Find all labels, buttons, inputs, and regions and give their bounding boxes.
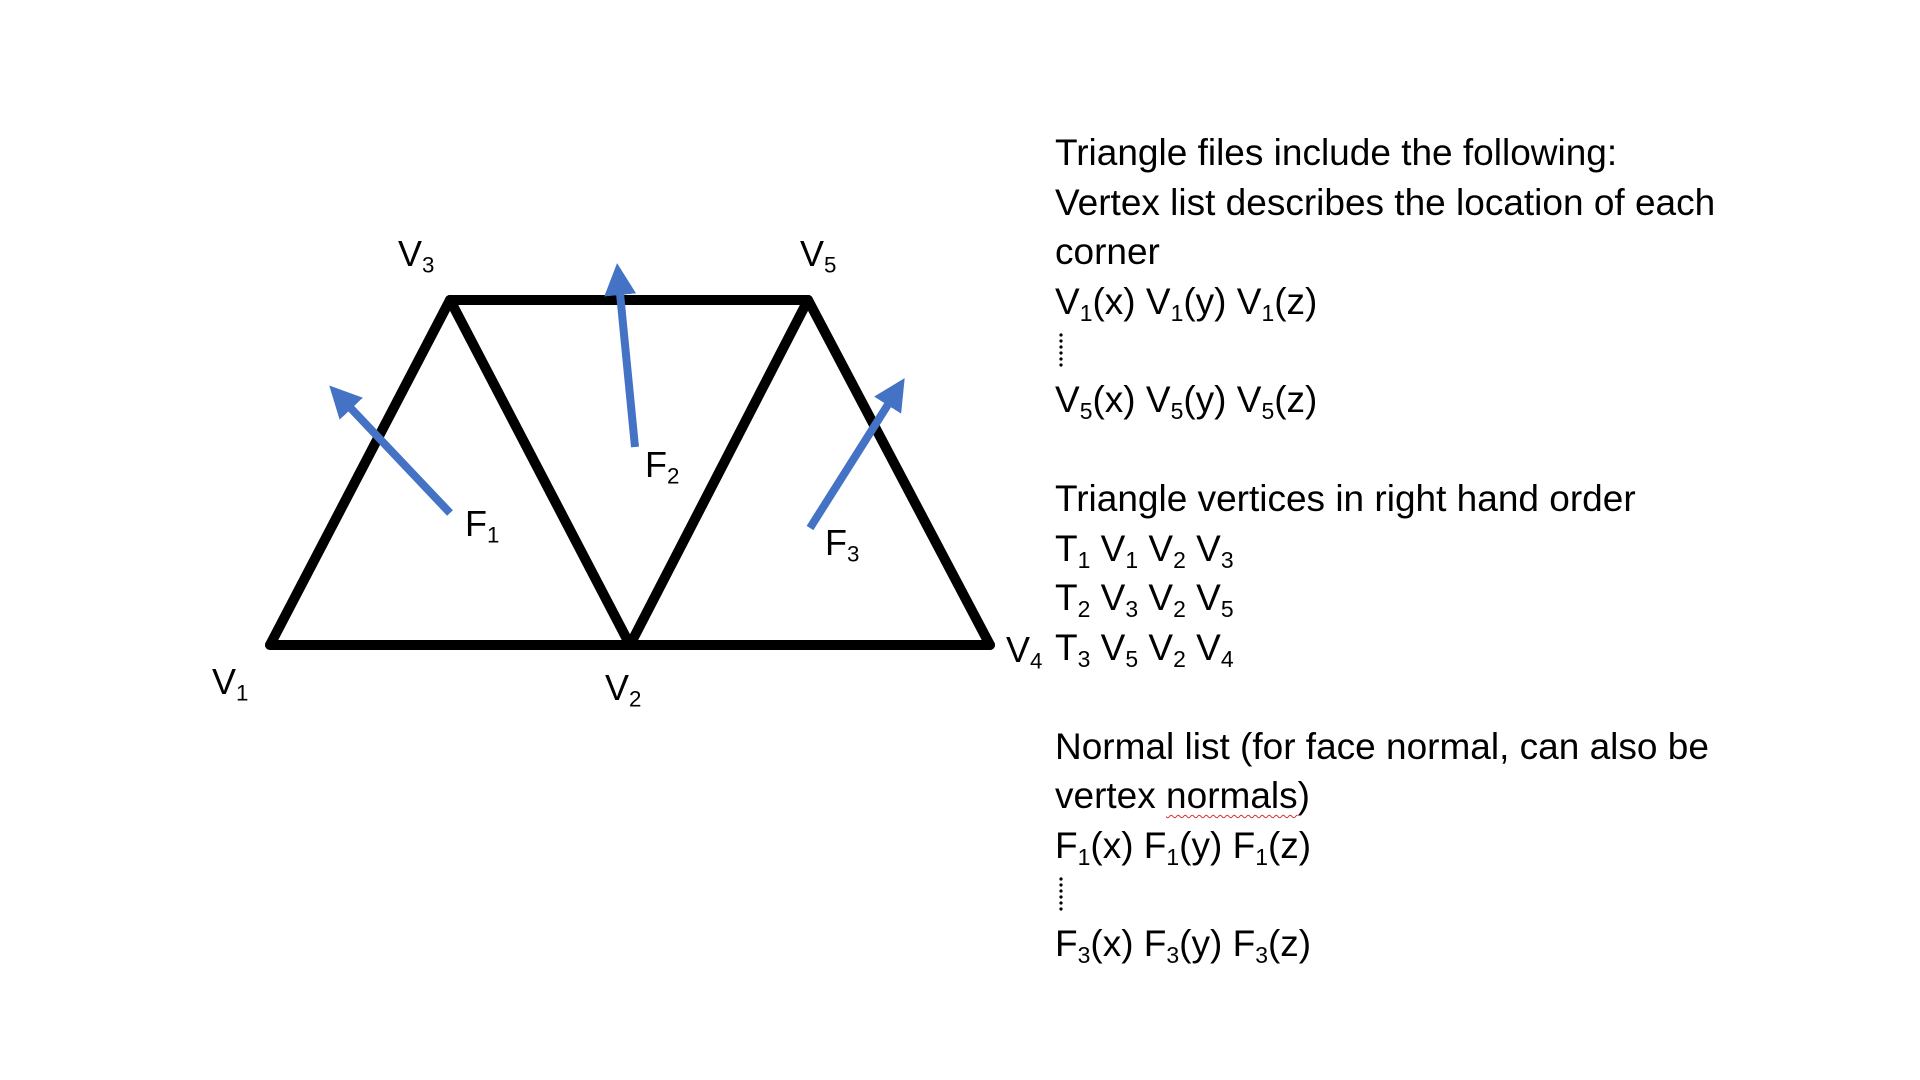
vertex-list-description: Vertex list describes the location of ea… [1055,181,1716,223]
vertex-coords-v5: V5(x) V5(y) V5(z) [1055,379,1318,424]
edge-v1-v3 [265,295,455,650]
triangle-row-t1: T1 V1 V2 V3 [1055,527,1234,573]
ellipsis-vertical-icon [1058,876,1064,912]
vertex-label-v4: V4 [1006,629,1043,674]
edge-v2-v5 [625,295,813,650]
vertex-label-v1: V1 [212,661,249,706]
normal-list-description-cont: vertex normals) [1055,775,1310,816]
normal-arrow-f2 [604,263,639,448]
normal-coords-f3: F3(x) F3(y) F3(z) [1055,923,1312,968]
edge-v5-v4 [803,295,995,650]
triangle-row-t2: T2 V3 V2 V5 [1055,577,1234,622]
triangle-list-heading: Triangle vertices in right hand order [1055,478,1636,519]
edge-v3-v2 [445,295,635,650]
normal-coords-f1: F1(x) F1(y) F1(z) [1055,824,1312,870]
normal-list-description: Normal list (for face normal, can also b… [1055,725,1709,767]
vertex-list-description-cont: corner [1055,231,1160,272]
triangle-row-t3: T3 V5 V2 V4 [1055,626,1234,672]
normal-label-f3: F3 [825,522,860,567]
vertex-label-v3: V3 [398,233,435,278]
vertex-label-v5: V5 [800,233,837,278]
description-heading: Triangle files include the following: [1055,132,1618,173]
normal-arrow-f1 [329,385,453,516]
normal-label-f2: F2 [645,444,680,489]
spellcheck-flagged-word: normals [1166,775,1298,816]
face-normals [329,263,905,531]
mesh-edges [265,295,995,650]
ellipsis-vertical-icon [1058,332,1064,368]
file-format-description: Triangle files include the following: Ve… [1055,128,1755,969]
normal-arrow-f3 [806,378,905,531]
vertex-label-v2: V2 [605,667,642,712]
vertex-coords-v1: V1(x) V1(y) V1(z) [1055,280,1318,326]
normal-label-f1: F1 [465,503,500,548]
